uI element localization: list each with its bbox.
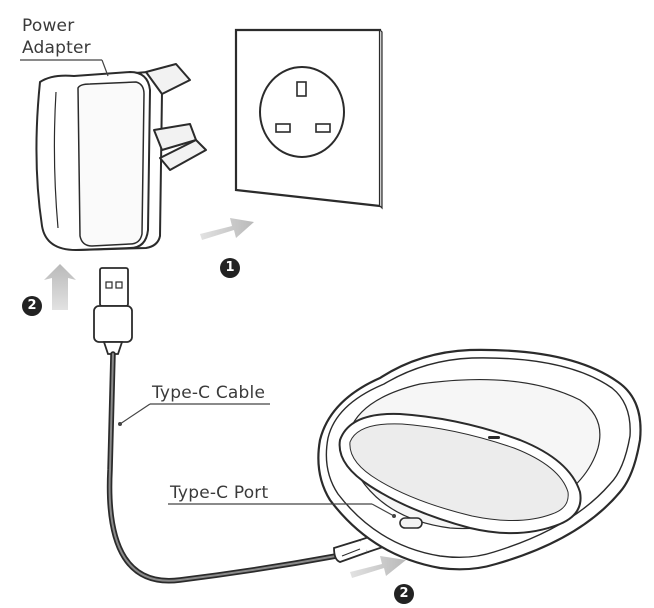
type-c-cable-label: Type-C Cable — [152, 383, 266, 403]
power-adapter-leader — [20, 59, 109, 77]
wall-socket — [234, 28, 383, 210]
step-2-badge-port: 2 — [394, 584, 414, 604]
usb-a-plug — [93, 267, 133, 355]
type-c-cable-leader — [118, 403, 270, 426]
adapter-prong-low — [159, 139, 207, 171]
adapter-prong-top — [145, 63, 191, 95]
arrow-to-port — [350, 556, 406, 578]
charging-base — [317, 348, 642, 571]
socket-face — [259, 66, 345, 158]
step-1-badge: 1 — [220, 258, 240, 278]
socket-neutral-pin — [315, 123, 331, 133]
arrow-to-socket — [200, 218, 254, 240]
socket-live-pin — [275, 123, 291, 133]
power-adapter-label-line2: Adapter — [22, 38, 91, 58]
arrow-up-to-adapter — [44, 264, 76, 310]
socket-earth-pin — [296, 81, 307, 97]
type-c-port-leader — [168, 503, 396, 518]
power-adapter-label-line1: Power — [22, 16, 75, 36]
status-led — [488, 436, 500, 439]
type-c-port-label: Type-C Port — [170, 483, 269, 503]
step-2-badge-adapter: 2 — [22, 296, 42, 316]
power-adapter — [35, 63, 207, 251]
type-c-port-opening — [399, 517, 423, 529]
